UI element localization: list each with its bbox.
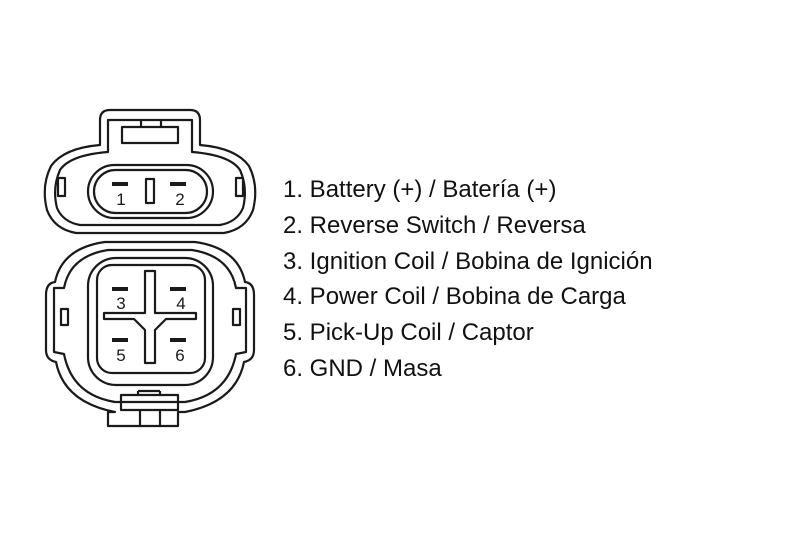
pin-label-3: 3: [116, 294, 125, 313]
pin-label-1: 1: [116, 190, 125, 209]
upper-housing: 1 2: [43, 108, 257, 235]
legend-item-3: 3. Ignition Coil / Bobina de Ignición: [283, 247, 653, 275]
pin-6-terminal: [170, 338, 186, 342]
pin-5-terminal: [112, 338, 128, 342]
pin-2-terminal: [170, 182, 186, 186]
legend-item-4: 4. Power Coil / Bobina de Carga: [283, 283, 626, 311]
pin-label-4: 4: [176, 294, 185, 313]
pin-4-terminal: [170, 287, 186, 291]
pin-1-terminal: [112, 182, 128, 186]
pin-legend: 1. Battery (+) / Batería (+) 2. Reverse …: [283, 172, 653, 387]
pin-label-2: 2: [175, 190, 184, 209]
legend-item-5: 5. Pick-Up Coil / Captor: [283, 319, 534, 347]
legend-item-6: 6. GND / Masa: [283, 354, 442, 382]
lower-housing: 3 4 5 6: [44, 240, 256, 428]
legend-item-1: 1. Battery (+) / Batería (+): [283, 176, 557, 203]
pin-label-5: 5: [116, 346, 125, 365]
pin-label-6: 6: [175, 346, 184, 365]
pin-3-terminal: [112, 287, 128, 291]
legend-item-2: 2. Reverse Switch / Reversa: [283, 211, 586, 239]
